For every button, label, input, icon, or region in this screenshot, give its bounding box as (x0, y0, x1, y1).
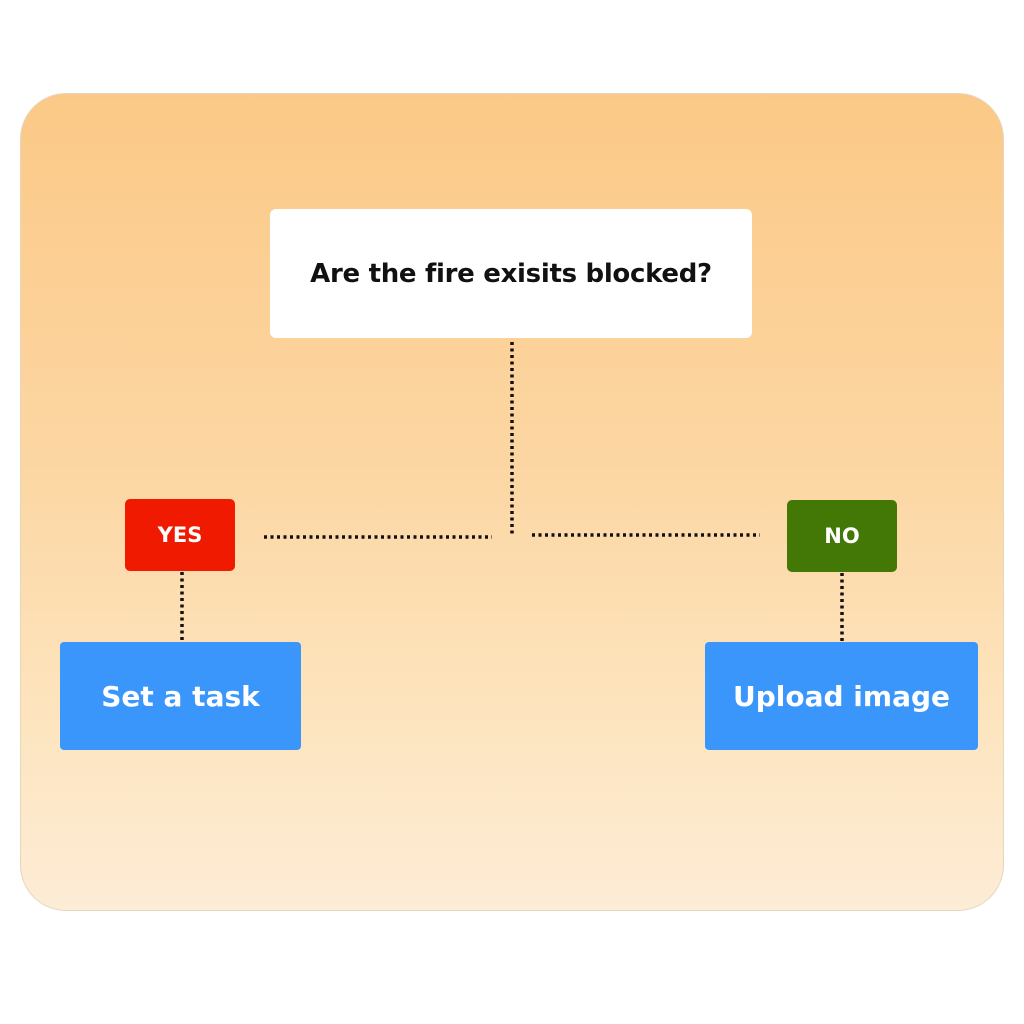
no-label: NO (824, 524, 860, 548)
set-task-label: Set a task (101, 679, 260, 713)
upload-image-label: Upload image (733, 679, 950, 713)
no-badge: NO (787, 500, 897, 572)
yes-label: YES (157, 523, 203, 547)
upload-image-box: Upload image (705, 642, 978, 750)
yes-badge: YES (125, 499, 235, 571)
question-box: Are the fire exisits blocked? (270, 209, 752, 338)
set-task-box: Set a task (60, 642, 301, 750)
question-text: Are the fire exisits blocked? (310, 258, 712, 289)
